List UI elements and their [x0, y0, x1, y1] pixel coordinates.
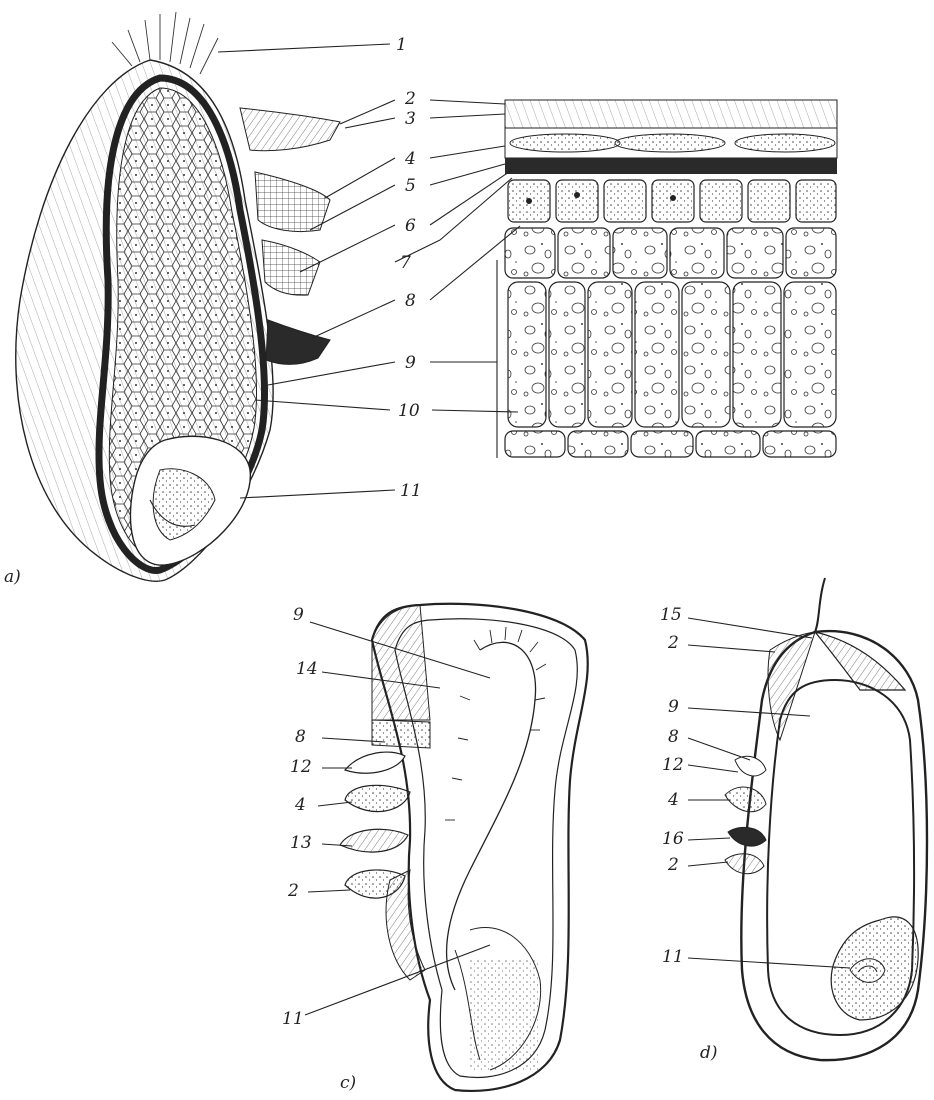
label-a-4: 4: [404, 149, 416, 169]
label-c-8: 8: [295, 727, 306, 747]
label-a-10: 10: [398, 401, 420, 421]
label-d-8: 8: [668, 727, 679, 747]
panel-d-labels: 15 2 9 8 12 4 16 2 11 d): [660, 605, 718, 1063]
label-d-2-top: 2: [667, 633, 679, 653]
label-d-15: 15: [660, 605, 682, 625]
label-a-8: 8: [405, 291, 416, 311]
label-a-5: 5: [405, 176, 416, 196]
label-d-9: 9: [668, 697, 679, 717]
label-a-6: 6: [405, 216, 416, 236]
label-c-12: 12: [290, 757, 312, 777]
panel-label-c: c): [340, 1073, 356, 1093]
label-d-2-bottom: 2: [667, 855, 679, 875]
panel-label-a: a): [4, 567, 21, 587]
label-c-9: 9: [293, 605, 304, 625]
panel-c-labels: 9 14 8 12 4 13 2 11 c): [282, 605, 356, 1093]
label-c-2: 2: [287, 881, 299, 901]
label-a-9: 9: [405, 353, 416, 373]
panel-a-tissue-block: [497, 100, 837, 458]
label-a-3: 3: [405, 109, 416, 129]
panel-c-grain-drawing: [340, 604, 588, 1091]
label-d-4: 4: [667, 790, 679, 810]
label-c-13: 13: [290, 833, 312, 853]
label-a-2: 2: [404, 89, 416, 109]
label-d-12: 12: [662, 755, 684, 775]
label-c-14: 14: [296, 659, 318, 679]
label-d-11: 11: [662, 947, 684, 967]
label-a-11: 11: [400, 481, 422, 501]
panel-label-d: d): [700, 1043, 718, 1063]
label-a-7: 7: [400, 253, 411, 273]
label-a-1: 1: [396, 35, 407, 55]
label-d-16: 16: [662, 829, 684, 849]
label-c-11: 11: [282, 1009, 304, 1029]
label-c-4: 4: [294, 795, 306, 815]
